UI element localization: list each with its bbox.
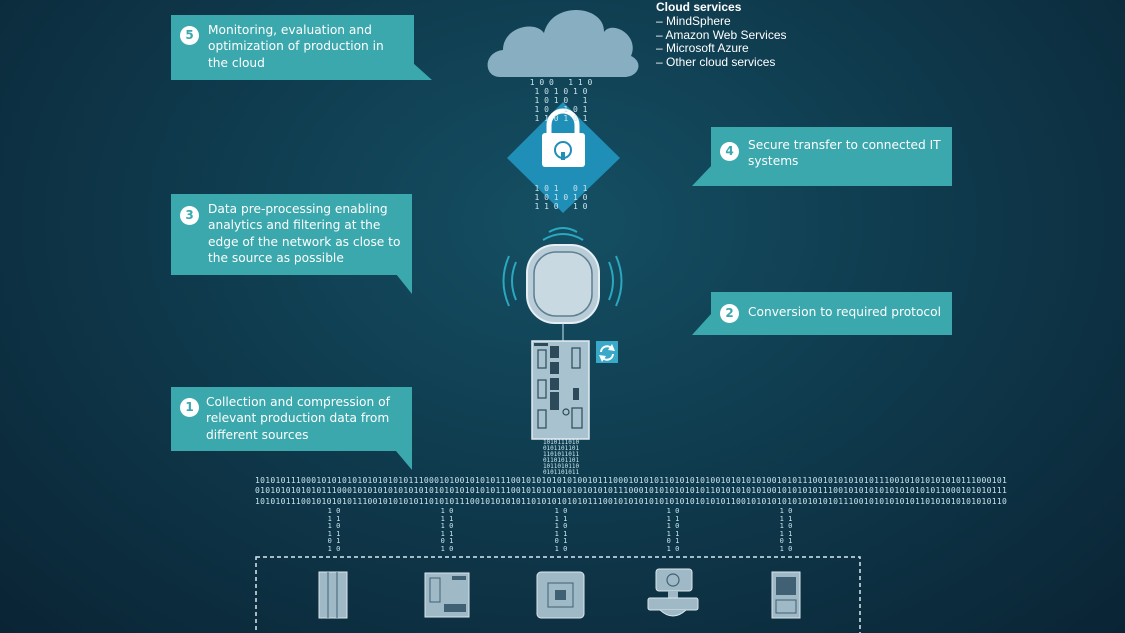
step-4-tail (692, 166, 711, 186)
cloud-service-item: – Other cloud services (656, 55, 776, 70)
step-number-badge: 5 (180, 26, 199, 45)
cloud-services-title: Cloud services (656, 0, 742, 14)
devices-frame (255, 556, 861, 633)
step-1-tail (396, 450, 412, 470)
update-icon (596, 341, 618, 363)
cloud-icon (487, 9, 639, 77)
step-5-callout: 5 Monitoring, evaluation and optimizatio… (171, 15, 414, 80)
step-2-tail (692, 314, 711, 335)
lock-icon (507, 102, 620, 213)
step-text: Collection and compression of relevant p… (206, 395, 390, 442)
step-5-tail (413, 63, 432, 80)
cloud-services-list: Cloud services – MindSphere – Amazon Web… (656, 0, 787, 70)
step-number-badge: 4 (720, 142, 739, 161)
step-3-callout: 3 Data pre-processing enabling analytics… (171, 194, 412, 275)
step-text: Data pre-processing enabling analytics a… (208, 202, 401, 265)
binary-stream-gateway: 1010111010 0101101101 1101011011 0110101… (542, 439, 580, 476)
step-text: Monitoring, evaluation and optimization … (208, 23, 384, 70)
step-1-callout: 1 Collection and compression of relevant… (171, 387, 412, 451)
cloud-service-item: – Microsoft Azure (656, 41, 749, 56)
binary-stream-cloud: 1 0 0 1 1 0 1 0 1 0 1 0 1 0 1 0 1 1 0 1 … (529, 78, 593, 123)
step-2-callout: 2 Conversion to required protocol (711, 292, 952, 335)
binary-drop-2: 1 0 1 1 1 0 1 1 0 1 1 0 (440, 507, 454, 553)
flow-meter-icon (647, 568, 699, 617)
binary-drop-5: 1 0 1 1 1 0 1 1 0 1 1 0 (779, 507, 793, 553)
step-number-badge: 2 (720, 304, 739, 323)
cloud-service-item: – Amazon Web Services (656, 27, 787, 42)
binary-drop-3: 1 0 1 1 1 0 1 1 0 1 1 0 (554, 507, 568, 553)
step-number-badge: 3 (180, 206, 199, 225)
step-4-callout: 4 Secure transfer to connected IT system… (711, 127, 952, 186)
step-3-tail (396, 274, 412, 294)
binary-bus: 1010101110001010101010101010101110001010… (255, 476, 1008, 506)
step-text: Conversion to required protocol (748, 305, 941, 319)
wireless-device-icon (502, 227, 623, 341)
step-number-badge: 1 (180, 398, 199, 417)
step-text: Secure transfer to connected IT systems (748, 138, 941, 169)
binary-stream-lock: 1 0 1 0 1 1 0 1 0 1 0 1 1 0 1 0 (534, 184, 588, 211)
edge-gateway-icon (531, 340, 590, 440)
plc-rack-icon (318, 571, 348, 619)
binary-drop-1: 1 0 1 1 1 0 1 1 0 1 1 0 (327, 507, 341, 553)
binary-drop-4: 1 0 1 1 1 0 1 1 0 1 1 0 (666, 507, 680, 553)
sensor-box-icon (536, 571, 585, 619)
controller-module-icon (424, 572, 470, 618)
cloud-service-item: – MindSphere (656, 13, 731, 28)
hmi-panel-icon (771, 571, 801, 619)
